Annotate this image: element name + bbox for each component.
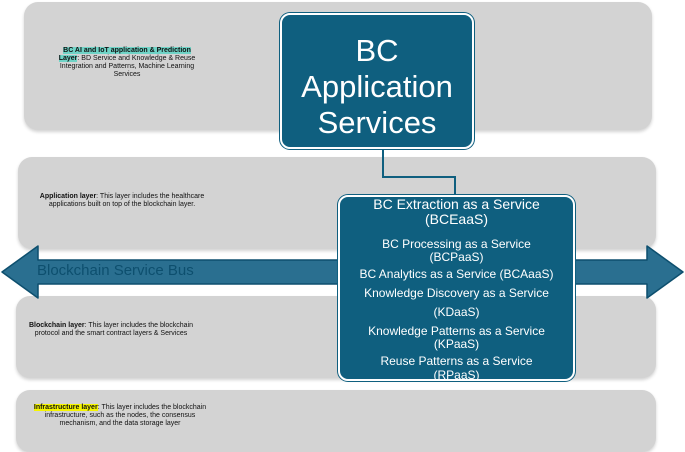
services-title-line-3: Services xyxy=(317,105,437,140)
services-title-line-2: Application xyxy=(301,69,453,104)
service-bus-label: Blockchain Service Bus xyxy=(37,262,194,279)
service-kdaas: Knowledge Discovery as a Service xyxy=(364,286,549,300)
service-bcaaas: BC Analytics as a Service (BCAaaS) xyxy=(359,267,554,281)
service-kpaas-abbr: (KPaaS) xyxy=(433,337,480,351)
services-title-line-1: BC xyxy=(355,33,399,68)
blockchain-layer-title: Blockchain layer xyxy=(28,322,85,329)
application-layer-title: Application layer xyxy=(39,193,97,200)
service-rpaas-abbr: (RPaaS) xyxy=(433,368,480,381)
services-title: BC Application Services xyxy=(282,33,472,141)
service-bcpaas: BC Processing as a Service xyxy=(382,237,531,251)
service-bceaas-abbr: (BCEaaS) xyxy=(424,211,489,227)
ai-layer-title: BC AI and IoT application xyxy=(63,47,148,54)
ai-layer-body: : BD Service and Knowledge & Reuse Integ… xyxy=(59,55,196,78)
service-bceaas: BC Extraction as a Service xyxy=(373,196,540,212)
service-kdaas-abbr: (KDaaS) xyxy=(433,305,480,319)
service-offerings-box: BC Extraction as a Service (BCEaaS) BC P… xyxy=(338,195,575,381)
application-layer-body: : This layer includes the healthcare app… xyxy=(48,193,205,208)
service-kpaas: Knowledge Patterns as a Service xyxy=(368,324,545,338)
infrastructure-layer-text: Infrastructure layer: This layer include… xyxy=(30,404,210,428)
infrastructure-layer-body: : This layer includes the blockchain inf… xyxy=(44,404,207,427)
bc-application-services-box: BC Application Services xyxy=(280,13,474,149)
connector-line xyxy=(382,145,456,197)
application-layer-text: Application layer: This layer includes t… xyxy=(38,193,206,209)
ai-layer-text: BC AI and IoT application & Prediction L… xyxy=(52,47,202,79)
blockchain-layer-text: Blockchain layer: This layer includes th… xyxy=(22,322,200,338)
infrastructure-layer-title: Infrastructure layer xyxy=(33,404,98,411)
blockchain-layer-body: : This layer includes the blockchain pro… xyxy=(34,322,194,337)
service-rpaas: Reuse Patterns as a Service xyxy=(380,354,533,368)
infrastructure-layer-panel xyxy=(16,390,656,452)
service-bcpaas-abbr: (BCPaaS) xyxy=(429,250,484,264)
